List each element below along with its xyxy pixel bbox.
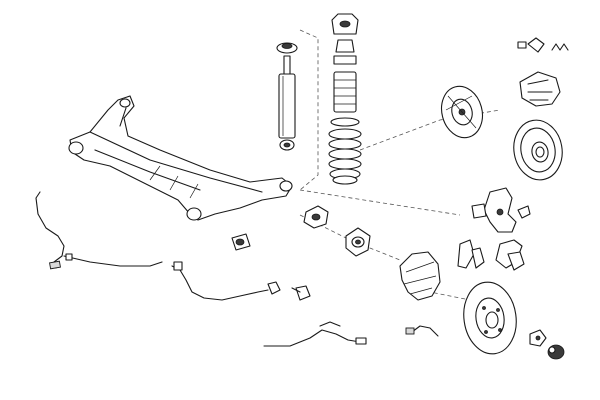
wheel-hub-bearing [303,205,371,257]
brake-hose-short [405,325,439,337]
brake-caliper [471,187,517,233]
dust-shield [399,251,441,301]
brake-drum [513,119,563,181]
spring-top-mount [331,13,359,35]
abs-sensor-cable [171,261,311,301]
brake-shoes [517,37,569,107]
hub-cap [547,344,565,360]
brake-backing-plate [440,85,484,139]
brake-hose [35,191,163,270]
coil-spring [328,117,362,185]
axle-nut [529,329,547,347]
bump-stop [333,39,357,113]
handbrake-cable [263,321,367,347]
rear-axle-beam [68,95,293,221]
shock-absorber [276,42,298,151]
wheel-bolt [517,205,531,219]
brake-pads [457,239,525,271]
brake-disc [463,281,517,355]
axle-bushing [231,233,251,251]
